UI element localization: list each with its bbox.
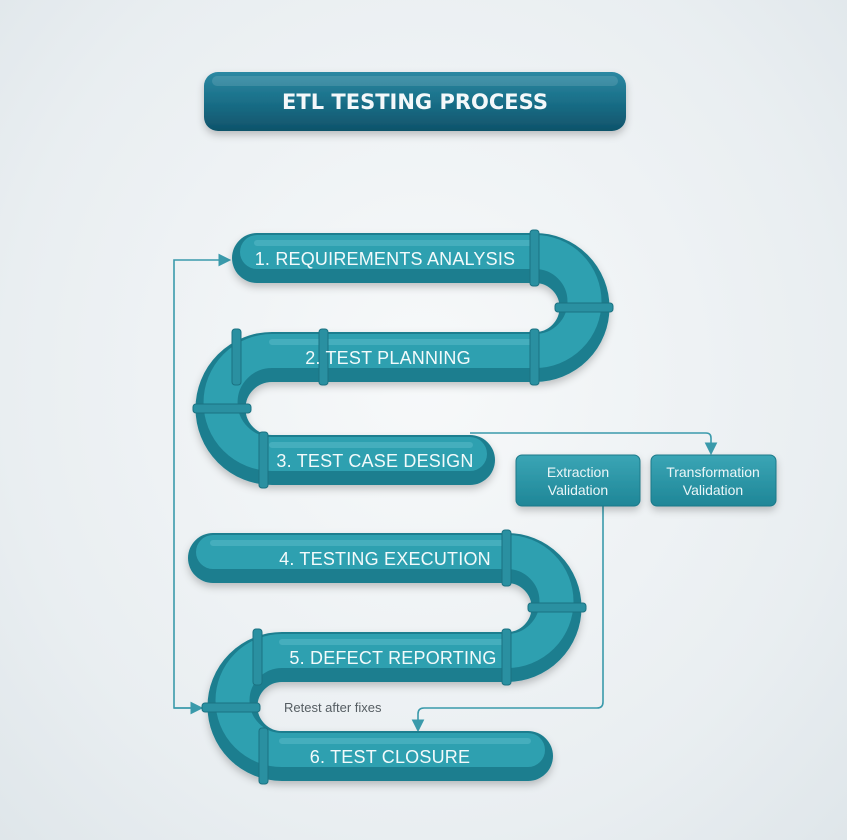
step-testing-execution: 4. TESTING EXECUTION: [279, 549, 491, 569]
extraction-to-closure-arrow: [411, 506, 604, 733]
transformation-validation-box: [650, 454, 777, 507]
step-test-closure: 6. TEST CLOSURE: [310, 747, 470, 767]
pipeline-lower: [188, 533, 582, 781]
transformation-validation-line2: Validation: [683, 482, 743, 498]
title-banner: [204, 72, 626, 131]
step-test-planning: 2. TEST PLANNING: [305, 348, 471, 368]
step-requirements-analysis: 1. REQUIREMENTS ANALYSIS: [255, 249, 516, 269]
loop-back-arrow: [173, 253, 232, 709]
connectors: [173, 253, 718, 733]
extraction-validation-line1: Extraction: [547, 464, 609, 480]
pipe-joints: [192, 229, 614, 785]
page-title: ETL TESTING PROCESS: [282, 90, 548, 114]
step-defect-reporting: 5. DEFECT REPORTING: [289, 648, 496, 668]
extraction-validation-line2: Validation: [548, 482, 608, 498]
step-test-case-design: 3. TEST CASE DESIGN: [276, 451, 473, 471]
transformation-validation-line1: Transformation: [666, 464, 760, 480]
pipeline-upper: [195, 233, 610, 485]
retest-note: Retest after fixes: [284, 700, 382, 715]
design-to-transformation-arrow: [470, 432, 718, 456]
extraction-validation-box: [515, 454, 641, 507]
